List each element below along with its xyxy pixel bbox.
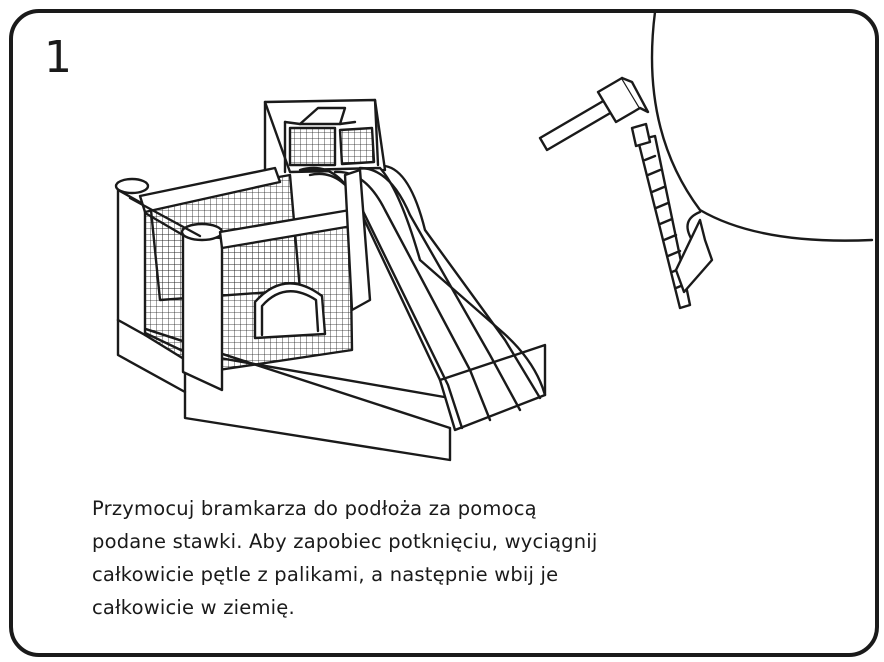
instruction-line: całkowicie w ziemię. (92, 596, 295, 619)
bounce-house-icon (114, 98, 547, 462)
instruction-line: Przymocuj bramkarza do podłoża za pomocą (92, 497, 537, 520)
hammer-icon (538, 76, 650, 152)
instruction-text: Przymocuj bramkarza do podłoża za pomocą… (92, 492, 732, 624)
ground-stake-icon (630, 122, 714, 310)
instruction-line: całkowicie pętle z palikami, a następnie… (92, 563, 559, 586)
illustration-area (114, 10, 874, 462)
instruction-line: podane stawki. Aby zapobiec potknięciu, … (92, 530, 598, 553)
step-number: 1 (44, 32, 72, 83)
inflatable-wall-icon (650, 10, 874, 242)
